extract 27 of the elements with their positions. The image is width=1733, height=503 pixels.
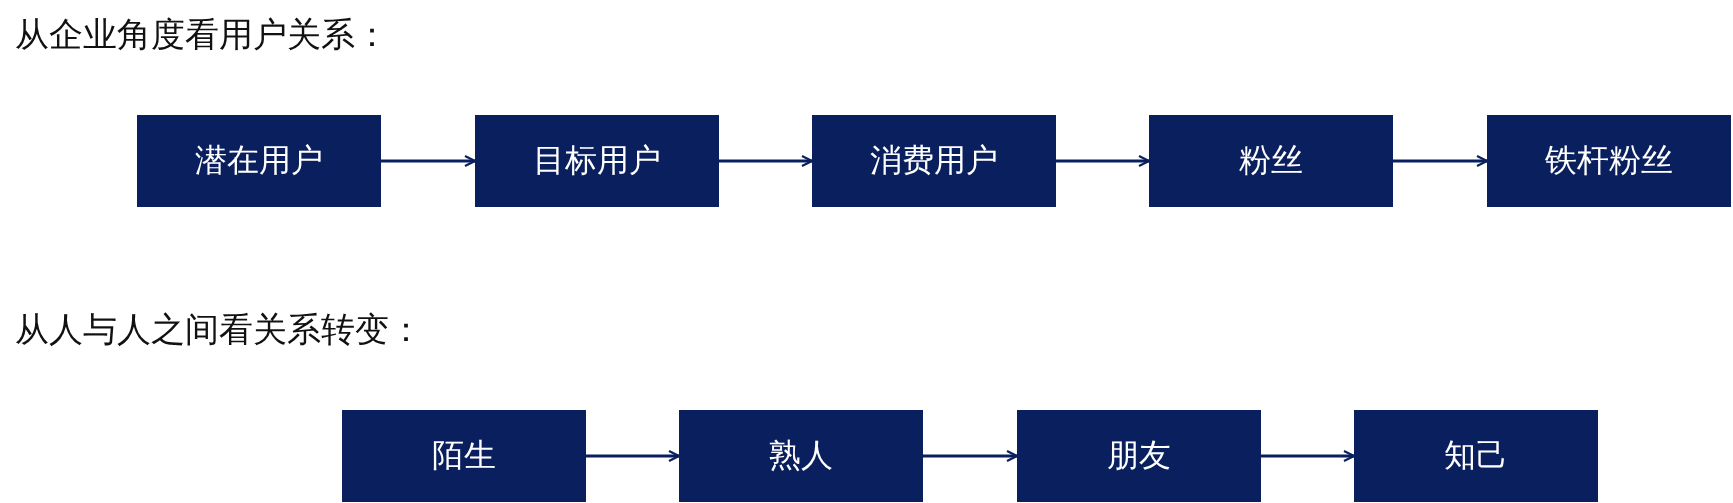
arrow <box>923 449 1019 463</box>
process-box <box>137 115 381 207</box>
arrow <box>1056 154 1151 168</box>
arrow <box>586 449 681 463</box>
box-label: 朋友 <box>1107 435 1171 476</box>
arrow <box>1261 449 1356 463</box>
arrow <box>381 154 477 168</box>
section-heading: 从人与人之间看关系转变： <box>15 309 423 350</box>
section-heading: 从企业角度看用户关系： <box>15 14 389 55</box>
box-label: 目标用户 <box>533 140 661 181</box>
box-label: 消费用户 <box>870 140 998 181</box>
box-label: 铁杆粉丝 <box>1545 140 1673 181</box>
process-box <box>1487 115 1731 207</box>
box-label: 陌生 <box>432 435 496 476</box>
process-box <box>812 115 1056 207</box>
process-box <box>1149 115 1393 207</box>
box-label: 粉丝 <box>1239 140 1303 181</box>
process-box <box>1017 410 1261 502</box>
box-label: 熟人 <box>769 435 833 476</box>
process-box <box>342 410 586 502</box>
arrow <box>719 154 814 168</box>
process-box <box>679 410 923 502</box>
process-box <box>475 115 719 207</box>
process-box <box>1354 410 1598 502</box>
box-label: 知己 <box>1444 435 1508 476</box>
box-label: 潜在用户 <box>195 140 323 181</box>
arrow <box>1393 154 1489 168</box>
